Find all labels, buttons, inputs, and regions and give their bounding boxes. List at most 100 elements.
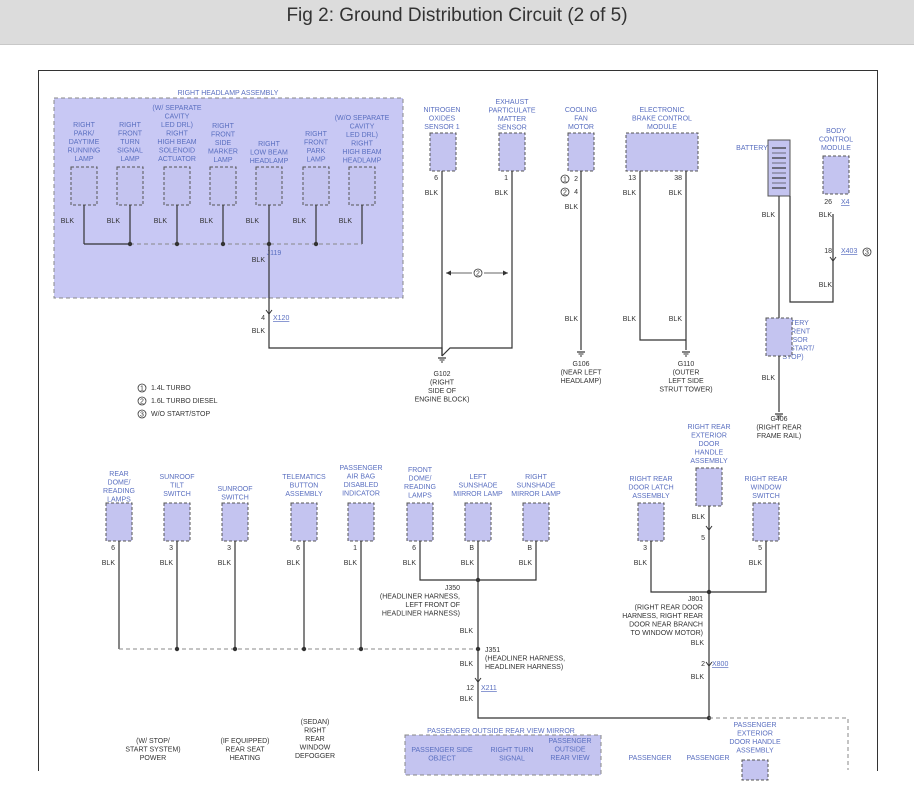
- wire-color-label: BLK: [102, 560, 116, 567]
- wire-color-label: BLK: [461, 560, 475, 567]
- legend-marker-num: 3: [140, 412, 144, 419]
- splice-dot: [174, 646, 180, 652]
- bottom-component: [221, 502, 249, 542]
- headlamp-component: [255, 166, 283, 206]
- wire-color-label: BLK: [692, 514, 706, 521]
- wire-color-label: BLK: [762, 212, 776, 219]
- wire-color-label: BLK: [819, 282, 833, 289]
- bottom-component: [347, 502, 375, 542]
- note-marker-2b-num: 2: [563, 190, 567, 197]
- wire-color-label: BLK: [565, 316, 579, 323]
- splice-dot: [174, 241, 180, 247]
- pin-label: 3: [169, 545, 173, 552]
- headlamp-component: [348, 166, 376, 206]
- body-control-module: [822, 155, 850, 195]
- pin-label: 26: [824, 199, 832, 206]
- bottom-component: [163, 502, 191, 542]
- wire-color-label: BLK: [61, 218, 75, 225]
- wire-color-label: BLK: [339, 218, 353, 225]
- bottom-component: [522, 502, 550, 542]
- pin-label: 3: [643, 545, 647, 552]
- pin-label: 1: [504, 175, 508, 182]
- headlamp-assembly-title: RIGHT HEADLAMP ASSEMBLY: [178, 90, 279, 97]
- wire-color-label: BLK: [200, 218, 214, 225]
- note-marker-1: [560, 174, 570, 184]
- title-bar: Fig 2: Ground Distribution Circuit (2 of…: [0, 0, 914, 45]
- bottom-component: [637, 502, 665, 542]
- bottom-component: [290, 502, 318, 542]
- wire-color-label: BLK: [344, 560, 358, 567]
- connector-x120-link: X120: [273, 315, 289, 322]
- legend-marker-num: 2: [140, 399, 144, 406]
- page-title: Fig 2: Ground Distribution Circuit (2 of…: [286, 5, 628, 26]
- wire-color-label: BLK: [460, 628, 474, 635]
- pin-label: 6: [434, 175, 438, 182]
- pin-label: 6: [111, 545, 115, 552]
- mirror-assembly-title: PASSENGER OUTSIDE REAR VIEW MIRROR: [427, 728, 575, 735]
- splice-dot: [220, 241, 226, 247]
- note-marker-1-num: 1: [563, 177, 567, 184]
- splice-dot: [358, 646, 364, 652]
- splice-j119-label: J119: [267, 250, 282, 257]
- connector-symbol: [829, 256, 837, 262]
- wire-color-label: BLK: [669, 190, 683, 197]
- pin-label: 2: [701, 661, 705, 668]
- legend-marker-num: 1: [140, 386, 144, 393]
- footer-component: [741, 759, 769, 781]
- wire-color-label: BLK: [252, 257, 266, 264]
- headlamp-component: [209, 166, 237, 206]
- pin-label: 6: [412, 545, 416, 552]
- pin-label: 18: [824, 248, 832, 255]
- legend-marker: [137, 383, 147, 393]
- wire-color-label: BLK: [749, 560, 763, 567]
- diagram-frame: [38, 70, 878, 771]
- wire-color-label: BLK: [762, 375, 776, 382]
- wire-color-label: BLK: [691, 640, 705, 647]
- wire-color-label: BLK: [634, 560, 648, 567]
- wire-color-label: BLK: [246, 218, 260, 225]
- connector-x403-link: X403: [841, 248, 857, 255]
- arrow-head: [503, 270, 508, 276]
- connector-symbol: [705, 661, 713, 667]
- wire-color-label: BLK: [293, 218, 307, 225]
- note-marker-2-num: 2: [476, 271, 480, 278]
- wire-color-label: BLK: [460, 661, 474, 668]
- wire: [441, 171, 513, 357]
- wire: [789, 196, 834, 303]
- connector-symbol: [265, 309, 273, 315]
- wire-color-label: BLK: [425, 190, 439, 197]
- headlamp-component: [70, 166, 98, 206]
- pin-label: 13: [628, 175, 636, 182]
- connector-x800-link: X800: [712, 661, 728, 668]
- wire-color-label: BLK: [218, 560, 232, 567]
- legend-note: 1.6L TURBO DIESEL: [151, 398, 218, 405]
- note-marker-3-num: 3: [865, 250, 869, 257]
- cooling-fan-motor: [567, 132, 595, 172]
- connector-x211-link: X211: [481, 685, 497, 692]
- wire: [639, 171, 686, 341]
- exhaust-sensor: [498, 132, 526, 172]
- bottom-component: [695, 467, 723, 507]
- ebcm-module: [625, 132, 699, 172]
- wire-color-label: BLK: [287, 560, 301, 567]
- headlamp-component: [163, 166, 191, 206]
- footer-label-passenger: PASSENGER: [628, 755, 671, 762]
